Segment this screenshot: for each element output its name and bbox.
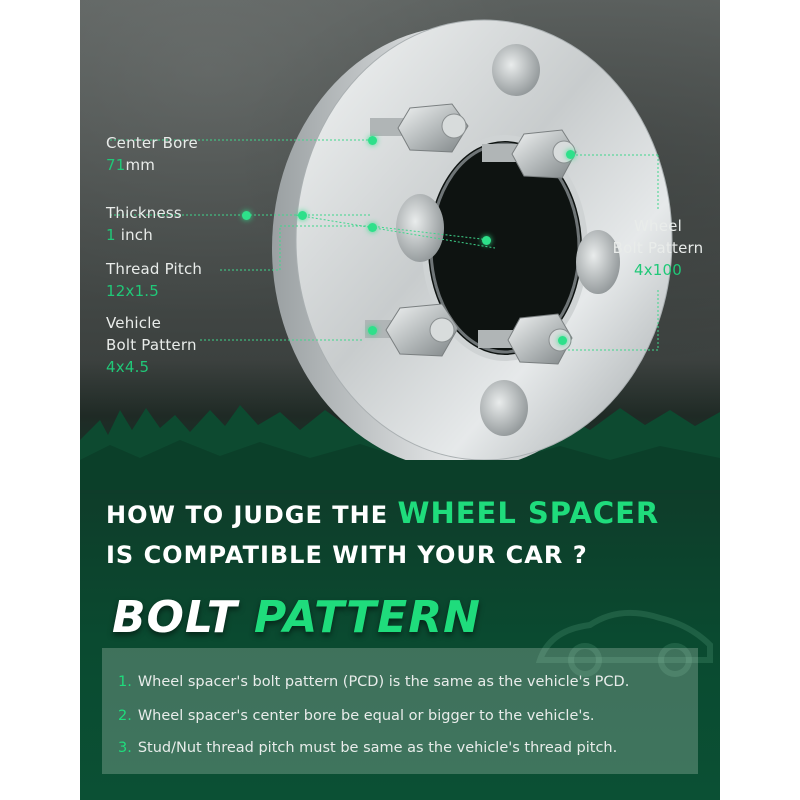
center-bore-value: 71 — [106, 156, 126, 174]
headline-line-1: HOW TO JUDGE THE WHEEL SPACER — [106, 496, 660, 530]
wheel-bolt-pattern-label: Wheel Bolt Pattern 4x100 — [608, 215, 708, 281]
headline-line-2: IS COMPATIBLE WITH YOUR CAR ? — [106, 541, 588, 569]
list-item: 1.Wheel spacer's bolt pattern (PCD) is t… — [118, 674, 630, 690]
car-outline-icon — [535, 609, 713, 677]
bolt-hole-marker — [482, 236, 491, 245]
center-bore-label: Center Bore 71mm — [106, 134, 198, 174]
rules-list: 1.Wheel spacer's bolt pattern (PCD) is t… — [102, 648, 698, 774]
thickness-marker — [242, 211, 251, 220]
thread-pitch-value: 12x1.5 — [106, 282, 160, 300]
thickness-unit: inch — [120, 226, 153, 244]
wheel-bolt-pattern-value: 4x100 — [633, 261, 683, 279]
vehicle-bolt-pattern-label: Vehicle Bolt Pattern 4x4.5 — [106, 314, 197, 376]
thread-pitch-label: Thread Pitch 12x1.5 — [106, 260, 203, 300]
headline-highlight: WHEEL SPACER — [397, 496, 660, 530]
lug-nut-icon — [370, 103, 469, 153]
thread-pitch-marker — [298, 211, 307, 220]
center-bore-marker — [368, 136, 377, 145]
list-item: 2.Wheel spacer's center bore be equal or… — [118, 708, 595, 724]
wheel-spacer-image — [110, 19, 673, 460]
wheel-stud-lower-marker — [558, 336, 567, 345]
center-bore-unit: mm — [125, 156, 156, 174]
vehicle-stud-marker — [368, 326, 377, 335]
product-infographic: Center Bore 71mm Thickness 1 inch Thread… — [80, 0, 720, 800]
list-item: 3.Stud/Nut thread pitch must be same as … — [118, 740, 618, 756]
section-title: BOLT PATTERN — [112, 592, 481, 643]
center-bore-edge-marker — [368, 223, 377, 232]
thickness-label: Thickness 1 inch — [106, 204, 182, 244]
wheel-stud-marker — [566, 150, 575, 159]
vehicle-bolt-pattern-value: 4x4.5 — [106, 358, 150, 376]
thickness-value: 1 — [106, 226, 116, 244]
